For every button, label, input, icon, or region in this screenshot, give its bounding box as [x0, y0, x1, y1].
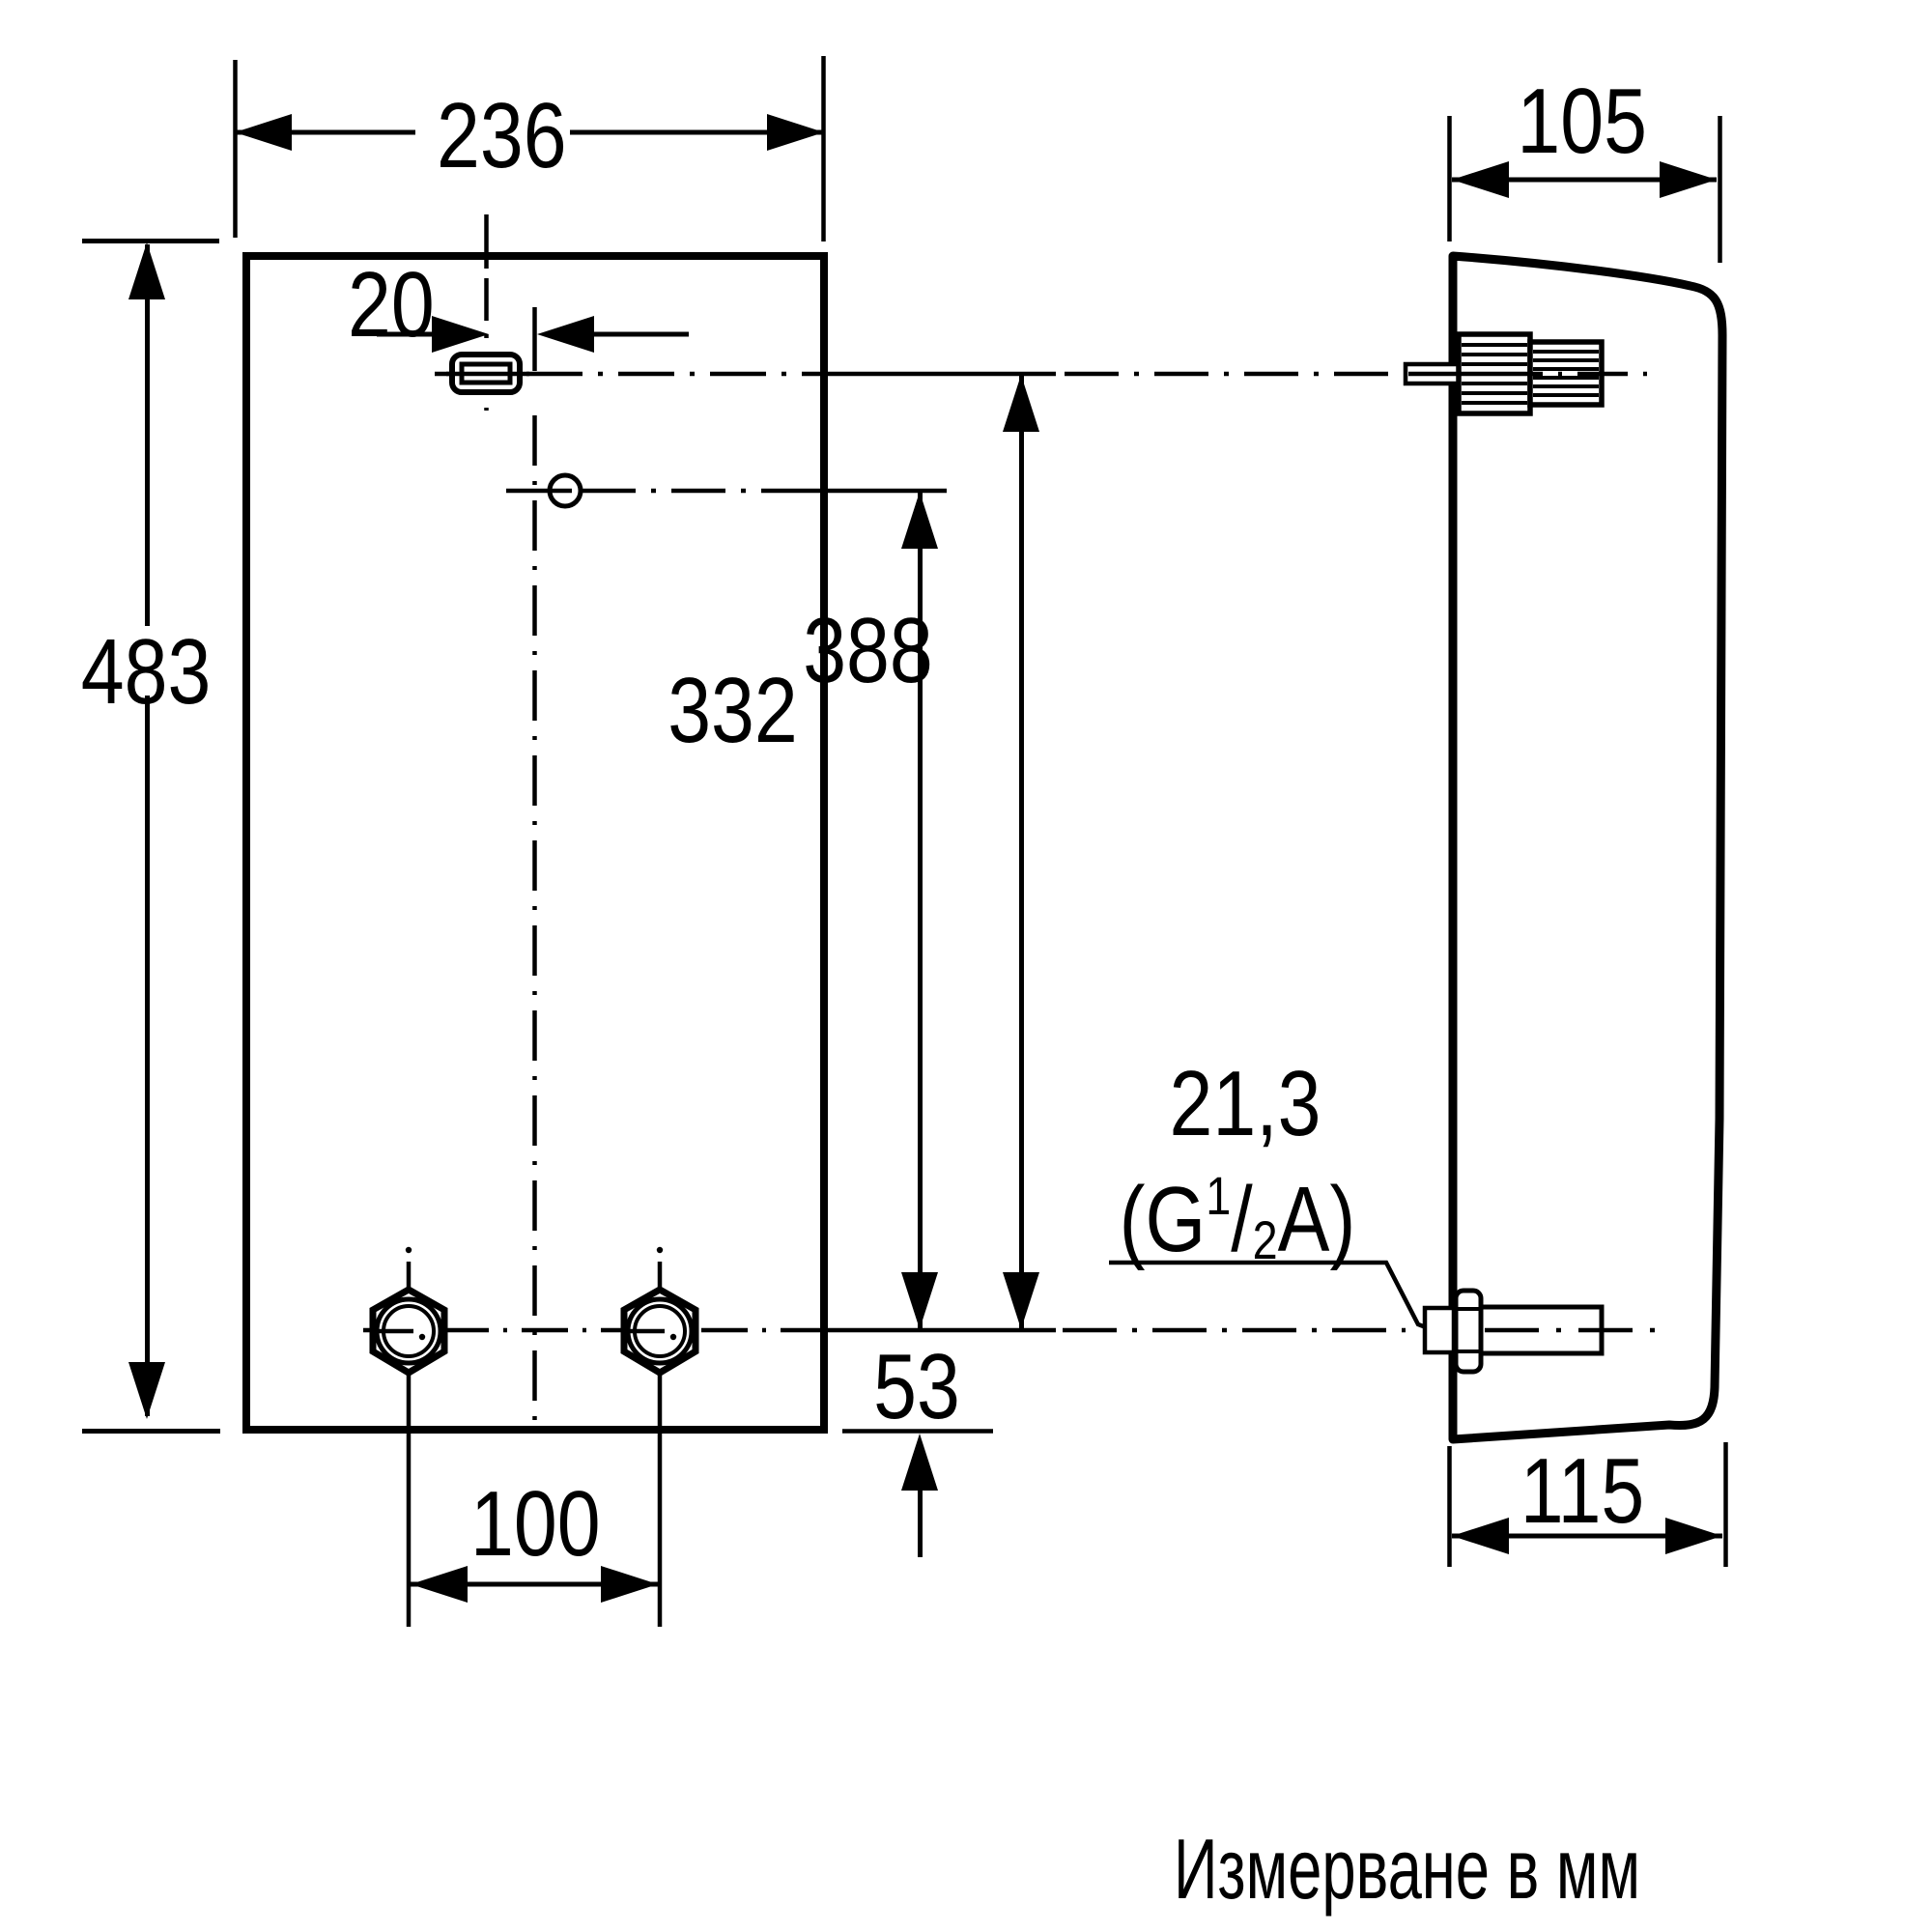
dimension-483 [82, 239, 220, 1434]
dimension-332 [901, 492, 938, 1329]
right-connection [620, 1285, 699, 1378]
arrow-20-left [432, 316, 489, 353]
thread-text-slash: / [1231, 1168, 1253, 1271]
bottom-union-nut [1422, 1305, 1457, 1355]
thread-text-pre: (G [1119, 1168, 1207, 1271]
arrow-483-down [128, 1362, 165, 1419]
arrow-105-left [1452, 161, 1509, 198]
arrow-236-left [235, 114, 292, 151]
front-view [242, 214, 1406, 1627]
thread-leader-line [1109, 1260, 1427, 1330]
dim-label-depth-top: 105 [1517, 70, 1647, 173]
thread-text-sup: 1 [1206, 1166, 1232, 1226]
thread-text-sub: 2 [1252, 1210, 1278, 1270]
dim-label-height: 483 [80, 620, 212, 724]
mounting-hole [547, 472, 583, 509]
dim-label-pipe-diameter: 21,3 [1169, 1052, 1321, 1155]
arrow-20-right [537, 316, 594, 353]
dimension-115 [1447, 1442, 1728, 1567]
arrow-100-right [601, 1566, 658, 1603]
units-caption: Измерване в мм [1174, 1821, 1641, 1917]
dim-label-bottom-offset: 53 [873, 1335, 960, 1438]
top-fitting-body-ribs [1533, 350, 1599, 397]
connection-extension-lines [406, 1262, 663, 1627]
dimension-100 [411, 1566, 658, 1603]
left-connection [369, 1285, 448, 1378]
arrow-388-down [1003, 1272, 1039, 1329]
arrow-115-left [1452, 1518, 1509, 1554]
side-view [1109, 251, 1727, 1444]
dimension-105 [1447, 116, 1722, 263]
side-bottom-fitting [1422, 1288, 1658, 1375]
arrow-388-up [1003, 375, 1039, 432]
dimension-53 [842, 1429, 993, 1557]
dim-label-width: 236 [437, 84, 567, 187]
arrow-332-up [901, 492, 938, 549]
thread-text-post: A) [1277, 1168, 1356, 1271]
side-top-fitting [1403, 331, 1654, 416]
dimension-388 [1003, 375, 1039, 1329]
dim-label-keyhole-offset: 20 [348, 253, 435, 356]
dim-label-spacing: 100 [470, 1472, 601, 1576]
arrow-115-right [1665, 1518, 1722, 1554]
arrow-100-left [411, 1566, 468, 1603]
dim-label-depth-bottom: 115 [1520, 1439, 1645, 1543]
arrow-105-right [1660, 161, 1717, 198]
dim-label-thread: (G1/2A) [1112, 1148, 1363, 1289]
arrow-53-up [901, 1434, 938, 1491]
bottom-hex-nut [1453, 1288, 1484, 1375]
side-body-outline [1448, 251, 1727, 1444]
dimension-20 [377, 316, 689, 353]
arrow-332-down [901, 1272, 938, 1329]
dimension-236 [233, 56, 826, 242]
dim-label-mounting-hole: 332 [668, 659, 798, 762]
arrow-483-up [128, 242, 165, 299]
arrow-236-right [767, 114, 824, 151]
dim-label-upper-port: 388 [803, 599, 933, 702]
